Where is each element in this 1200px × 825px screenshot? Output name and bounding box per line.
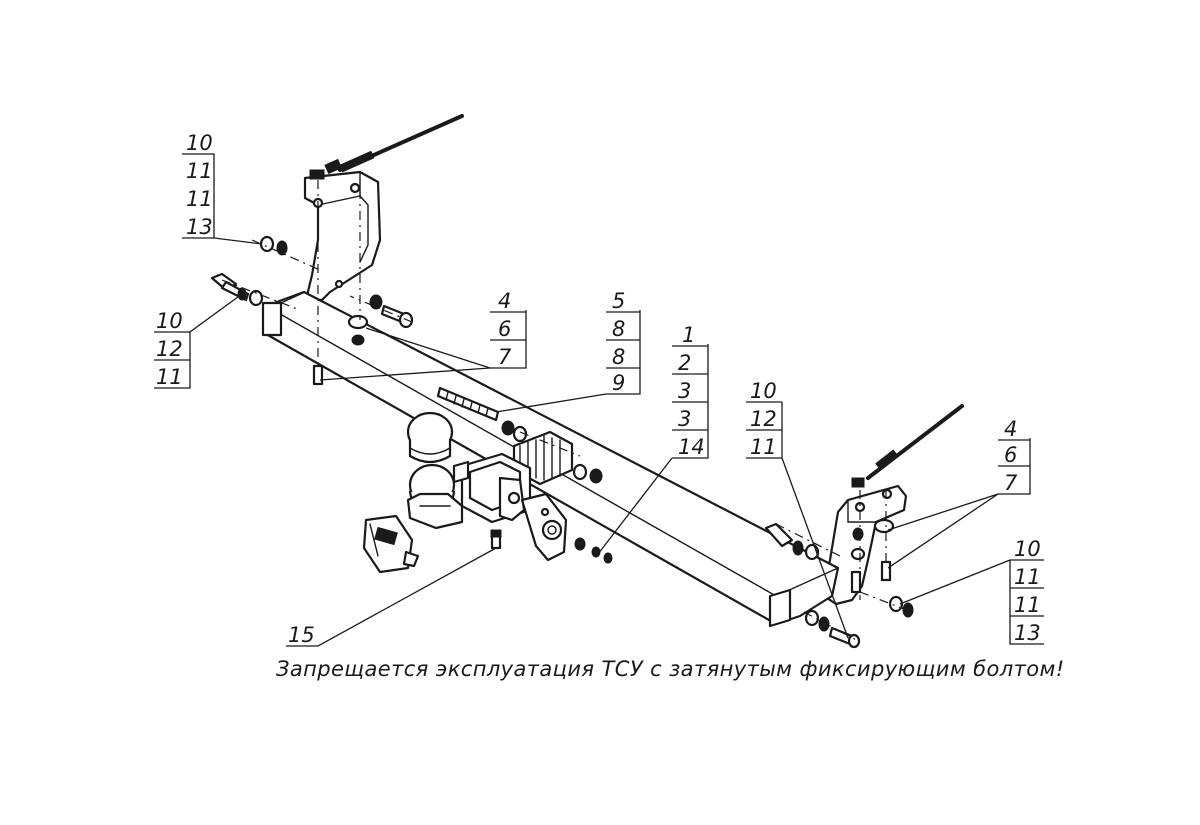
callout-group-right-plate: 4 6 7 [1004, 417, 1018, 495]
callout-number: 6 [1004, 443, 1017, 467]
callout-number: 10 [186, 131, 213, 155]
callout-number: 10 [750, 379, 777, 403]
callout-group-left-bolt: 10 12 11 [156, 309, 183, 389]
warning-caption: Запрещается эксплуатация ТСУ с затянутым… [276, 657, 1065, 681]
assembly-axis-lines [221, 180, 913, 643]
callout-number: 11 [156, 365, 183, 389]
callout-number: 11 [186, 187, 213, 211]
callout-number: 10 [1014, 537, 1041, 561]
callout-number: 12 [750, 407, 777, 431]
callout-group-left-bracket: 10 11 11 13 [186, 131, 213, 239]
left-mounting-bracket [303, 170, 382, 302]
callout-number: 10 [156, 309, 183, 333]
callout-number: 8 [612, 345, 625, 369]
left-nut-washers [259, 235, 288, 256]
ball-cover-cap [362, 514, 420, 574]
callout-number: 5 [612, 289, 625, 313]
callout-number: 12 [156, 337, 183, 361]
callout-group-right-nut: 10 11 11 13 [1014, 537, 1041, 645]
right-side-bolt [764, 522, 820, 561]
callout-number: 11 [1014, 593, 1041, 617]
callout-number: 6 [498, 317, 511, 341]
callout-group-pin: 5 8 8 9 [612, 289, 625, 395]
callout-number: 11 [1014, 565, 1041, 589]
hitch-receiver [452, 430, 574, 562]
upper-left-cable [309, 114, 464, 180]
callout-number: 3 [678, 379, 691, 403]
callout-number: 11 [186, 159, 213, 183]
tow-ball-spare [406, 411, 454, 464]
receiver-nuts [572, 463, 613, 564]
callout-leader-lines [154, 153, 1044, 647]
bottom-bolt [490, 529, 502, 550]
callout-number: 4 [498, 289, 511, 313]
callout-number-bottom: 15 [288, 623, 315, 647]
callout-number: 11 [750, 435, 777, 459]
crossbar-right-end-cap [768, 588, 792, 628]
right-nut-washers [888, 595, 914, 618]
callout-number: 7 [498, 345, 512, 369]
callout-number: 14 [678, 435, 705, 459]
callout-number: 7 [1004, 471, 1018, 495]
callout-group-right-bolt: 10 12 11 [750, 379, 777, 459]
crossbar-left-end-cap [261, 301, 283, 337]
callout-number: 3 [678, 407, 691, 431]
callout-group-center: 1 2 3 3 14 [678, 323, 705, 459]
callout-number: 9 [612, 371, 625, 395]
left-side-bolt [210, 272, 264, 307]
right-lower-bolt [804, 609, 861, 649]
callout-number: 8 [612, 317, 625, 341]
callout-number: 1 [682, 323, 695, 347]
upper-right-cable [851, 404, 964, 488]
callout-number: 2 [678, 351, 691, 375]
right-plate-fasteners [850, 518, 895, 594]
callout-number: 13 [186, 215, 213, 239]
callout-number: 4 [1004, 417, 1017, 441]
callout-number: 13 [1014, 621, 1041, 645]
tow-ball-mounted [406, 463, 464, 530]
callout-group-left-plate: 4 6 7 [498, 289, 512, 369]
right-mounting-bracket [822, 484, 908, 606]
